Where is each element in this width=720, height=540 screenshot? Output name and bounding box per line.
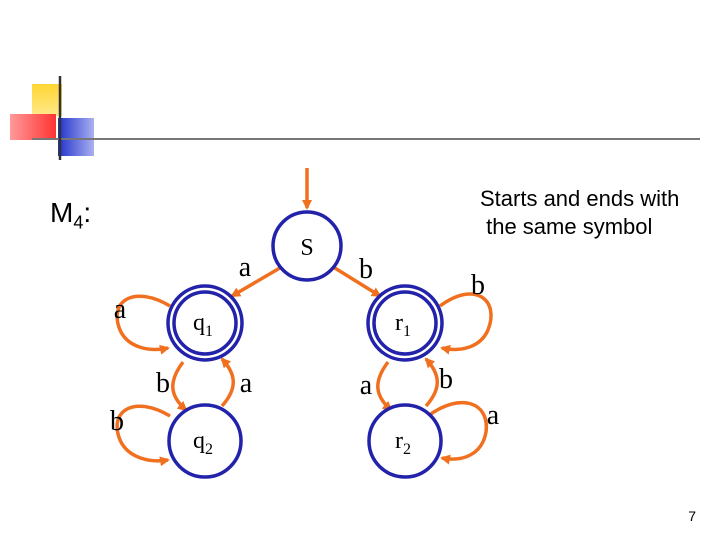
loop-q2 [115,404,171,467]
loop-r2 [426,400,489,465]
label-s-q1: a [239,252,252,283]
label-q1-q2: b [156,368,170,399]
label-q1-loop: a [114,294,127,325]
state-q2 [167,403,243,479]
transition-s-r1 [329,263,382,298]
loop-q1 [115,294,171,355]
state-q1-inner [172,290,238,356]
transition-r1-r2 [376,360,393,412]
label-r2-r1: b [439,364,453,395]
label-r1-loop: b [471,270,485,301]
loop-r1 [438,292,493,355]
transition-q2-q1 [220,357,235,408]
machine-label: M4: [50,197,92,233]
description-line-2: the same symbol [480,214,653,239]
label-q2-q1: a [240,368,253,399]
yellow-square [32,84,62,116]
state-r1 [366,284,444,362]
state-s-label: S [300,235,313,261]
slide-decoration [10,76,700,160]
state-q1 [166,284,244,362]
state-r2 [367,403,443,479]
state-s [271,210,343,282]
state-r1-inner [372,290,438,356]
state-q2-label: q2 [193,428,213,458]
blue-square [58,118,94,156]
page-number: 7 [688,508,696,524]
state-q1-label: q1 [193,310,213,340]
transition-r2-r1 [424,357,439,408]
red-square [10,114,56,140]
transition-q1-q2 [171,360,188,412]
label-q2-loop: b [110,406,124,437]
label-r1-r2: a [360,370,373,401]
label-s-r1: b [359,254,373,285]
label-r2-loop: a [487,400,500,431]
description-line-1: Starts and ends with [480,186,680,211]
transition-s-q1 [230,263,286,298]
machine-description: Starts and ends with the same symbol [480,185,715,241]
state-r1-label: r1 [395,310,411,340]
state-r2-label: r2 [395,428,411,458]
